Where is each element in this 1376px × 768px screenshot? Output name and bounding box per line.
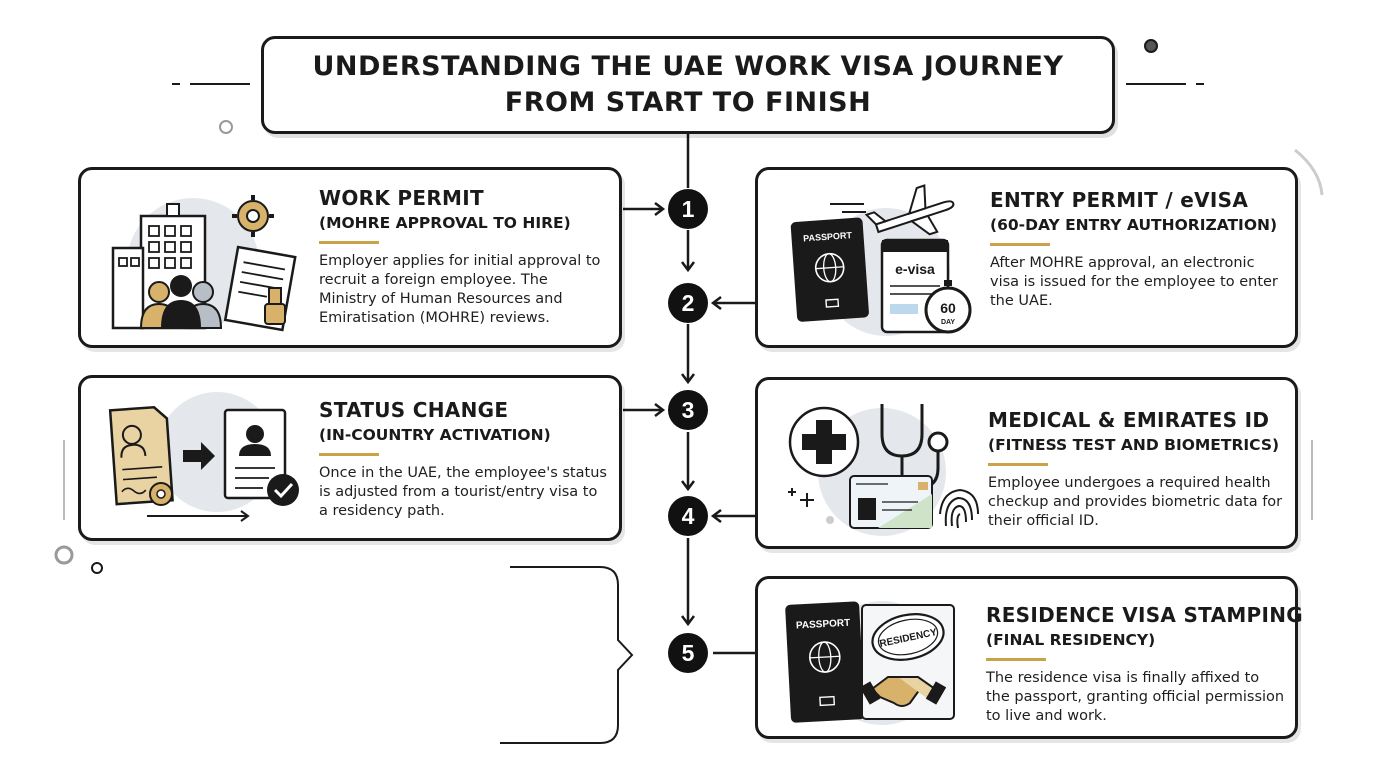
medical-id-fingerprint-icon: [788, 404, 979, 536]
step-subtitle: (FINAL RESIDENCY): [986, 631, 1156, 649]
accent-divider: [319, 241, 379, 244]
passport-plane-evisa-icon: PASSPORT e-visa 60 DAY: [790, 184, 972, 336]
office-building-staff-icon: [111, 195, 297, 332]
step-subtitle: (60-DAY ENTRY AUTHORIZATION): [990, 216, 1278, 234]
step-node-4: 4: [668, 496, 708, 536]
step-number-5: 5: [682, 640, 695, 666]
accent-divider: [986, 658, 1046, 661]
step-node-3: 3: [668, 390, 708, 430]
accent-divider: [319, 453, 379, 456]
title-line-2: FROM START TO FINISH: [504, 87, 872, 118]
step-description: The residence visa is finally affixed to…: [986, 670, 1285, 724]
step-number-1: 1: [682, 196, 695, 222]
step-subtitle: (IN-COUNTRY ACTIVATION): [319, 426, 551, 444]
step-description: After MOHRE approval, an electronic visa…: [990, 255, 1278, 309]
step-number-2: 2: [682, 290, 695, 316]
step-title: RESIDENCE VISA STAMPING: [986, 603, 1304, 627]
step-number-3: 3: [682, 397, 695, 423]
step-description: Once in the UAE, the employee's status i…: [319, 465, 607, 519]
decorative-lines: [54, 39, 1324, 744]
timeline-spine: [681, 134, 695, 627]
timer-unit-label: DAY: [941, 319, 955, 326]
step-title: STATUS CHANGE: [319, 398, 509, 422]
passport-label: PASSPORT: [796, 618, 851, 632]
step-title: ENTRY PERMIT / eVISA: [990, 188, 1249, 212]
accent-divider: [988, 463, 1048, 466]
title-line-1: UNDERSTANDING THE UAE WORK VISA JOURNEY: [312, 51, 1064, 82]
step-subtitle: (MOHRE APPROVAL TO HIRE): [319, 214, 571, 232]
step-node-1: 1: [668, 189, 708, 229]
step-title: MEDICAL & EMIRATES ID: [988, 408, 1270, 432]
passport-label: PASSPORT: [803, 230, 853, 243]
step-card-medical-emirates-id: MEDICAL & EMIRATES ID (FITNESS TEST AND …: [755, 377, 1298, 549]
step-description: Employee undergoes a required health che…: [988, 475, 1283, 529]
passport-residency-stamp-icon: PASSPORT RESIDENCY: [785, 601, 955, 725]
step-card-entry-permit: PASSPORT e-visa 60 DAY ENTRY PERMIT / eV…: [755, 167, 1298, 348]
accent-divider: [990, 243, 1050, 246]
step-node-5: 5: [668, 633, 708, 673]
title-banner: UNDERSTANDING THE UAE WORK VISA JOURNEY …: [261, 36, 1115, 134]
step-node-2: 2: [668, 283, 708, 323]
step-card-work-permit: WORK PERMIT (MOHRE APPROVAL TO HIRE) Emp…: [78, 167, 622, 348]
step-description: Employer applies for initial approval to…: [319, 253, 601, 326]
evisa-label: e-visa: [895, 261, 935, 277]
step-title: WORK PERMIT: [319, 186, 484, 210]
step-number-4: 4: [682, 503, 695, 529]
card-connectors: [623, 202, 755, 655]
step-subtitle: (FITNESS TEST AND BIOMETRICS): [988, 436, 1280, 454]
step-card-status-change: STATUS CHANGE (IN-COUNTRY ACTIVATION) On…: [78, 375, 622, 541]
document-transfer-icon: [108, 392, 299, 522]
timer-label: 60: [940, 300, 956, 316]
step-card-residence-visa: PASSPORT RESIDENCY RESIDENCE VISA STAMPI…: [755, 576, 1304, 739]
